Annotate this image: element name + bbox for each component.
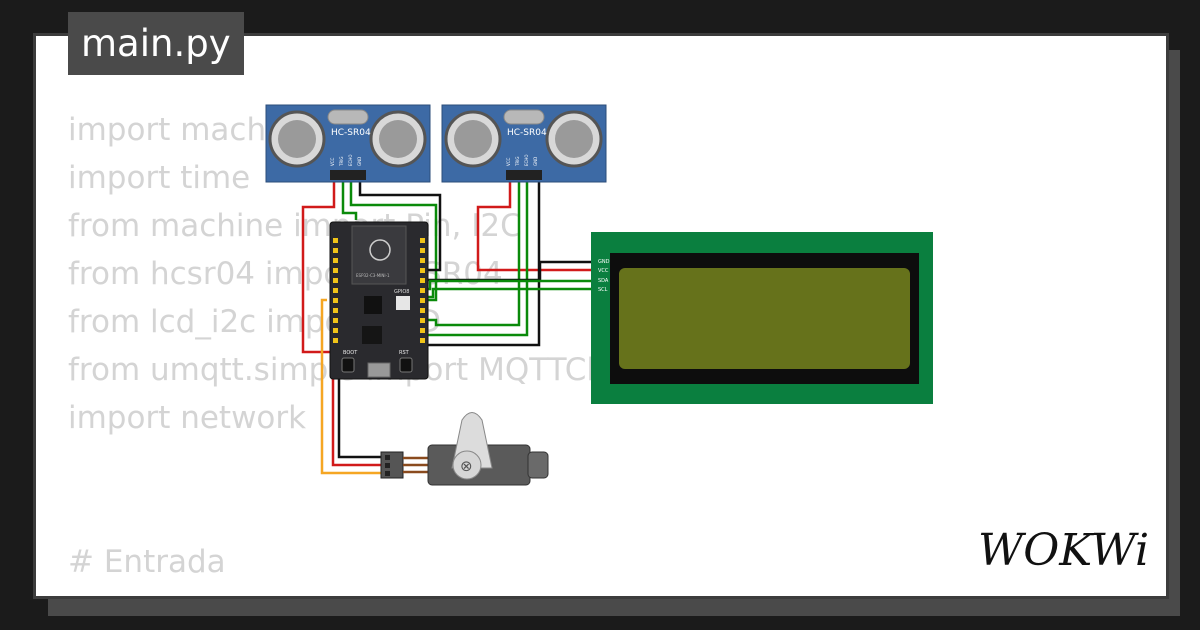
wire-green-right-echo xyxy=(420,178,529,337)
code-line: import time xyxy=(68,160,251,196)
esp32-module-label: ESP32-C3-MINI-1 xyxy=(356,273,390,278)
pin-gnd: GND xyxy=(357,157,362,166)
usb-port xyxy=(367,362,391,378)
wire-red-servo xyxy=(331,372,385,467)
sensor-left-label: HC-SR04 xyxy=(331,128,371,138)
wire-red-right-vcc xyxy=(476,178,596,272)
pin-echo: ECHO xyxy=(524,155,529,166)
rst-label: RST xyxy=(399,350,410,356)
pin-vcc: VCC xyxy=(330,157,335,166)
pin-trig: TRIG xyxy=(515,156,520,167)
wire-black-right-gnd xyxy=(420,178,541,347)
reset-button[interactable] xyxy=(399,357,413,373)
wire-black-servo xyxy=(337,362,385,459)
code-line: import network xyxy=(68,400,307,436)
servo-axis-icon: ⊗ xyxy=(460,457,473,475)
lcd-pin-scl: SCL xyxy=(598,287,608,293)
code-line: # Entrada xyxy=(68,544,226,580)
lcd-pin-vcc: VCC xyxy=(598,268,609,274)
wokwi-logo: WOKWi xyxy=(978,525,1149,576)
pin-echo: ECHO xyxy=(348,155,353,166)
wire-green-lcd-scl xyxy=(420,287,596,299)
espressif-logo-icon xyxy=(369,239,391,261)
pin-gnd: GND xyxy=(533,157,538,166)
pin-trig: TRIG xyxy=(339,156,344,167)
rgb-led xyxy=(396,296,410,310)
code-line: sensor_1 = HCSR04(trigger_pin=5, echo_pi… xyxy=(68,586,839,596)
boot-label: BOOT xyxy=(343,350,358,356)
wire-black-left-gnd xyxy=(358,178,442,272)
wire-red-left-vcc xyxy=(301,178,338,354)
ultrasonic-sensor-left[interactable]: HC-SR04 VCC TRIG ECHO GND xyxy=(265,104,431,183)
wire-green-right-trig xyxy=(420,178,521,327)
filename-tab[interactable]: main.py xyxy=(68,12,244,75)
wire-green-left-echo xyxy=(349,178,438,302)
gpio8-label: GPIO8 xyxy=(394,289,409,295)
sensor-right-label: HC-SR04 xyxy=(507,128,547,138)
boot-button[interactable] xyxy=(341,357,355,373)
pin-vcc: VCC xyxy=(506,157,511,166)
servo-motor[interactable]: ⊗ xyxy=(380,412,549,486)
ultrasonic-sensor-right[interactable]: HC-SR04 VCC TRIG ECHO GND xyxy=(441,104,607,183)
lcd-display[interactable]: GND VCC SDA SCL xyxy=(591,232,933,404)
wire-orange-servo xyxy=(320,298,385,475)
lcd-pin-sda: SDA xyxy=(598,278,609,284)
wire-green-left-trig xyxy=(341,178,358,220)
esp32-c3-board[interactable]: ESP32-C3-MINI-1 GPIO8 BOOT RST xyxy=(329,221,429,380)
lcd-pin-gnd: GND xyxy=(598,259,610,265)
